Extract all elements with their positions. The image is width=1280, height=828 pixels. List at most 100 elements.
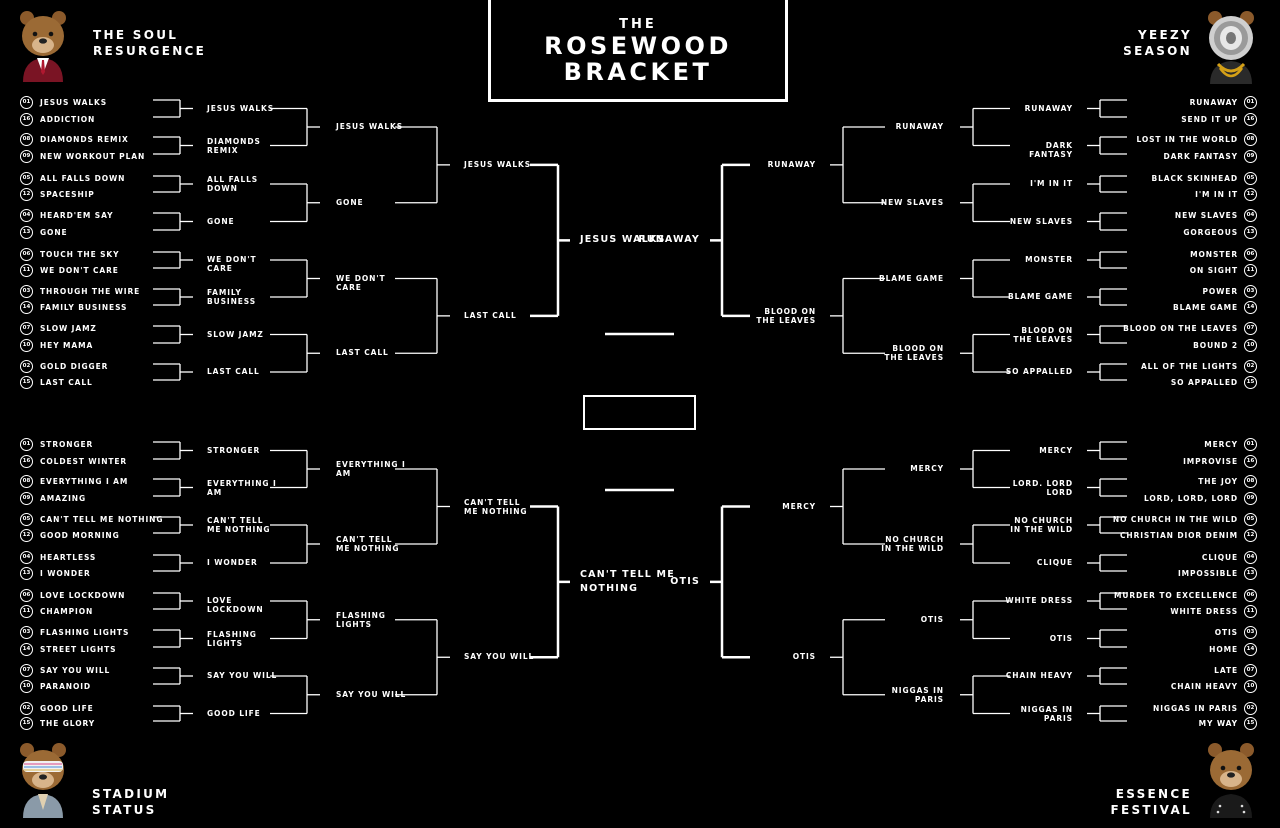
round1-team[interactable]: CHAIN HEAVY: [1170, 681, 1238, 691]
round1-team[interactable]: JESUS WALKS: [40, 97, 108, 107]
round1-team[interactable]: STREET LIGHTS: [40, 644, 117, 654]
round1-team[interactable]: I'M IN IT: [1195, 189, 1238, 199]
round1-team[interactable]: LOST IN THE WORLD: [1136, 134, 1238, 144]
round3-team[interactable]: BLOOD ON THE LEAVES: [884, 344, 944, 363]
round1-team[interactable]: SPACESHIP: [40, 189, 95, 199]
round1-team[interactable]: POWER: [1202, 286, 1238, 296]
round2-team[interactable]: FLASHING LIGHTS: [207, 629, 257, 648]
round2-team[interactable]: NIGGAS IN PARIS: [1020, 704, 1073, 723]
round4-team[interactable]: SAY YOU WILL: [464, 652, 535, 662]
round1-team[interactable]: I WONDER: [40, 568, 91, 578]
region-winner[interactable]: CAN'T TELL ME NOTHING: [580, 568, 675, 594]
round2-team[interactable]: MONSTER: [1025, 255, 1073, 264]
round4-team[interactable]: LAST CALL: [464, 310, 517, 320]
round4-team[interactable]: CAN'T TELL ME NOTHING: [464, 497, 528, 516]
round1-team[interactable]: SLOW JAMZ: [40, 323, 97, 333]
round2-team[interactable]: SAY YOU WILL: [207, 671, 278, 680]
round1-team[interactable]: AMAZING: [40, 493, 87, 503]
round3-team[interactable]: NIGGAS IN PARIS: [891, 685, 944, 704]
round4-team[interactable]: RUNAWAY: [767, 159, 816, 169]
round2-team[interactable]: BLAME GAME: [1007, 292, 1073, 301]
round3-team[interactable]: OTIS: [920, 614, 944, 624]
round2-team[interactable]: GONE: [207, 216, 235, 226]
round2-team[interactable]: LORD. LORD LORD: [1012, 478, 1073, 497]
round3-team[interactable]: NO CHURCH IN THE WILD: [881, 535, 944, 553]
round1-team[interactable]: MONSTER: [1190, 249, 1238, 259]
round1-team[interactable]: CLIQUE: [1201, 552, 1238, 562]
round1-team[interactable]: TOUCH THE SKY: [40, 249, 120, 259]
round1-team[interactable]: WE DON'T CARE: [40, 265, 119, 275]
round1-team[interactable]: RUNAWAY: [1189, 97, 1238, 107]
round1-team[interactable]: LOVE LOCKDOWN: [40, 590, 126, 600]
round1-team[interactable]: GOOD LIFE: [40, 703, 94, 713]
round1-team[interactable]: THE GLORY: [40, 718, 96, 728]
round1-team[interactable]: PARANOID: [40, 681, 92, 691]
round4-team[interactable]: BLOOD ON THE LEAVES: [756, 306, 816, 325]
round1-team[interactable]: THE JOY: [1198, 476, 1238, 486]
round2-team[interactable]: RUNAWAY: [1024, 103, 1073, 113]
round1-team[interactable]: MURDER TO EXCELLENCE: [1113, 590, 1238, 600]
round1-team[interactable]: STRONGER: [40, 439, 94, 449]
round1-team[interactable]: GOOD MORNING: [40, 530, 120, 540]
round2-team[interactable]: BLOOD ON THE LEAVES: [1013, 325, 1073, 344]
round1-team[interactable]: MY WAY: [1198, 718, 1238, 728]
round2-team[interactable]: JESUS WALKS: [207, 103, 275, 113]
round4-team[interactable]: OTIS: [792, 652, 816, 662]
round2-team[interactable]: DARK FANTASY: [1029, 140, 1073, 159]
round1-team[interactable]: SEND IT UP: [1181, 114, 1238, 124]
round2-team[interactable]: NO CHURCH IN THE WILD: [1010, 516, 1073, 534]
round1-team[interactable]: BLACK SKINHEAD: [1151, 173, 1238, 183]
round1-team[interactable]: DARK FANTASY: [1163, 151, 1238, 161]
round1-team[interactable]: CHRISTIAN DIOR DENIM: [1119, 530, 1238, 540]
round3-team[interactable]: GONE: [336, 197, 364, 207]
region-winner[interactable]: RUNAWAY: [638, 234, 700, 246]
round1-team[interactable]: SAY YOU WILL: [40, 665, 111, 675]
round1-team[interactable]: SO APPALLED: [1170, 377, 1238, 387]
round1-team[interactable]: COLDEST WINTER: [40, 456, 128, 466]
round1-team[interactable]: BLOOD ON THE LEAVES: [1123, 323, 1238, 333]
round1-team[interactable]: OTIS: [1214, 627, 1238, 637]
round2-team[interactable]: EVERYTHING I AM: [207, 478, 277, 497]
round3-team[interactable]: BLAME GAME: [878, 273, 944, 283]
round2-team[interactable]: CAN'T TELL ME NOTHING: [207, 516, 271, 534]
round2-team[interactable]: OTIS: [1049, 633, 1073, 643]
round1-team[interactable]: ALL OF THE LIGHTS: [1140, 361, 1238, 371]
round2-team[interactable]: SO APPALLED: [1005, 367, 1073, 376]
round2-team[interactable]: LOVE LOCKDOWN: [207, 596, 264, 614]
round1-team[interactable]: HEARTLESS: [40, 552, 97, 562]
round3-team[interactable]: SAY YOU WILL: [336, 689, 407, 699]
round1-team[interactable]: ALL FALLS DOWN: [40, 173, 126, 183]
round1-team[interactable]: HEARD'EM SAY: [40, 210, 114, 220]
round1-team[interactable]: CHAMPION: [40, 606, 94, 616]
round3-team[interactable]: WE DON'T CARE: [336, 273, 386, 292]
round1-team[interactable]: BOUND 2: [1193, 340, 1238, 350]
round3-team[interactable]: JESUS WALKS: [336, 122, 404, 131]
round2-team[interactable]: ALL FALLS DOWN: [207, 175, 259, 193]
round3-team[interactable]: NEW SLAVES: [880, 197, 944, 207]
round1-team[interactable]: NO CHURCH IN THE WILD: [1112, 514, 1238, 524]
round1-team[interactable]: HEY MAMA: [40, 340, 94, 350]
round1-team[interactable]: THROUGH THE WIRE: [40, 286, 141, 296]
round1-team[interactable]: BLAME GAME: [1172, 302, 1238, 312]
round1-team[interactable]: GONE: [40, 227, 68, 237]
round2-team[interactable]: CLIQUE: [1036, 558, 1073, 567]
round2-team[interactable]: I WONDER: [207, 558, 258, 567]
round2-team[interactable]: CHAIN HEAVY: [1005, 671, 1073, 680]
champion-box[interactable]: [583, 395, 696, 430]
round3-team[interactable]: CAN'T TELL ME NOTHING: [336, 535, 400, 553]
round1-team[interactable]: NEW SLAVES: [1174, 210, 1238, 220]
region-winner[interactable]: JESUS WALKS: [580, 234, 666, 246]
round1-team[interactable]: LATE: [1214, 665, 1238, 675]
round1-team[interactable]: LORD, LORD, LORD: [1144, 493, 1238, 503]
round3-team[interactable]: FLASHING LIGHTS: [336, 610, 386, 629]
round1-team[interactable]: HOME: [1209, 644, 1238, 654]
round4-team[interactable]: MERCY: [782, 501, 816, 511]
round2-team[interactable]: LAST CALL: [207, 367, 260, 376]
round1-team[interactable]: EVERYTHING I AM: [40, 476, 129, 486]
round2-team[interactable]: FAMILY BUSINESS: [207, 288, 257, 306]
round1-team[interactable]: WHITE DRESS: [1170, 606, 1238, 616]
round2-team[interactable]: GOOD LIFE: [207, 708, 261, 718]
region-winner[interactable]: OTIS: [670, 575, 700, 587]
round2-team[interactable]: DIAMONDS REMIX: [207, 136, 261, 155]
round3-team[interactable]: EVERYTHING I AM: [336, 460, 406, 478]
